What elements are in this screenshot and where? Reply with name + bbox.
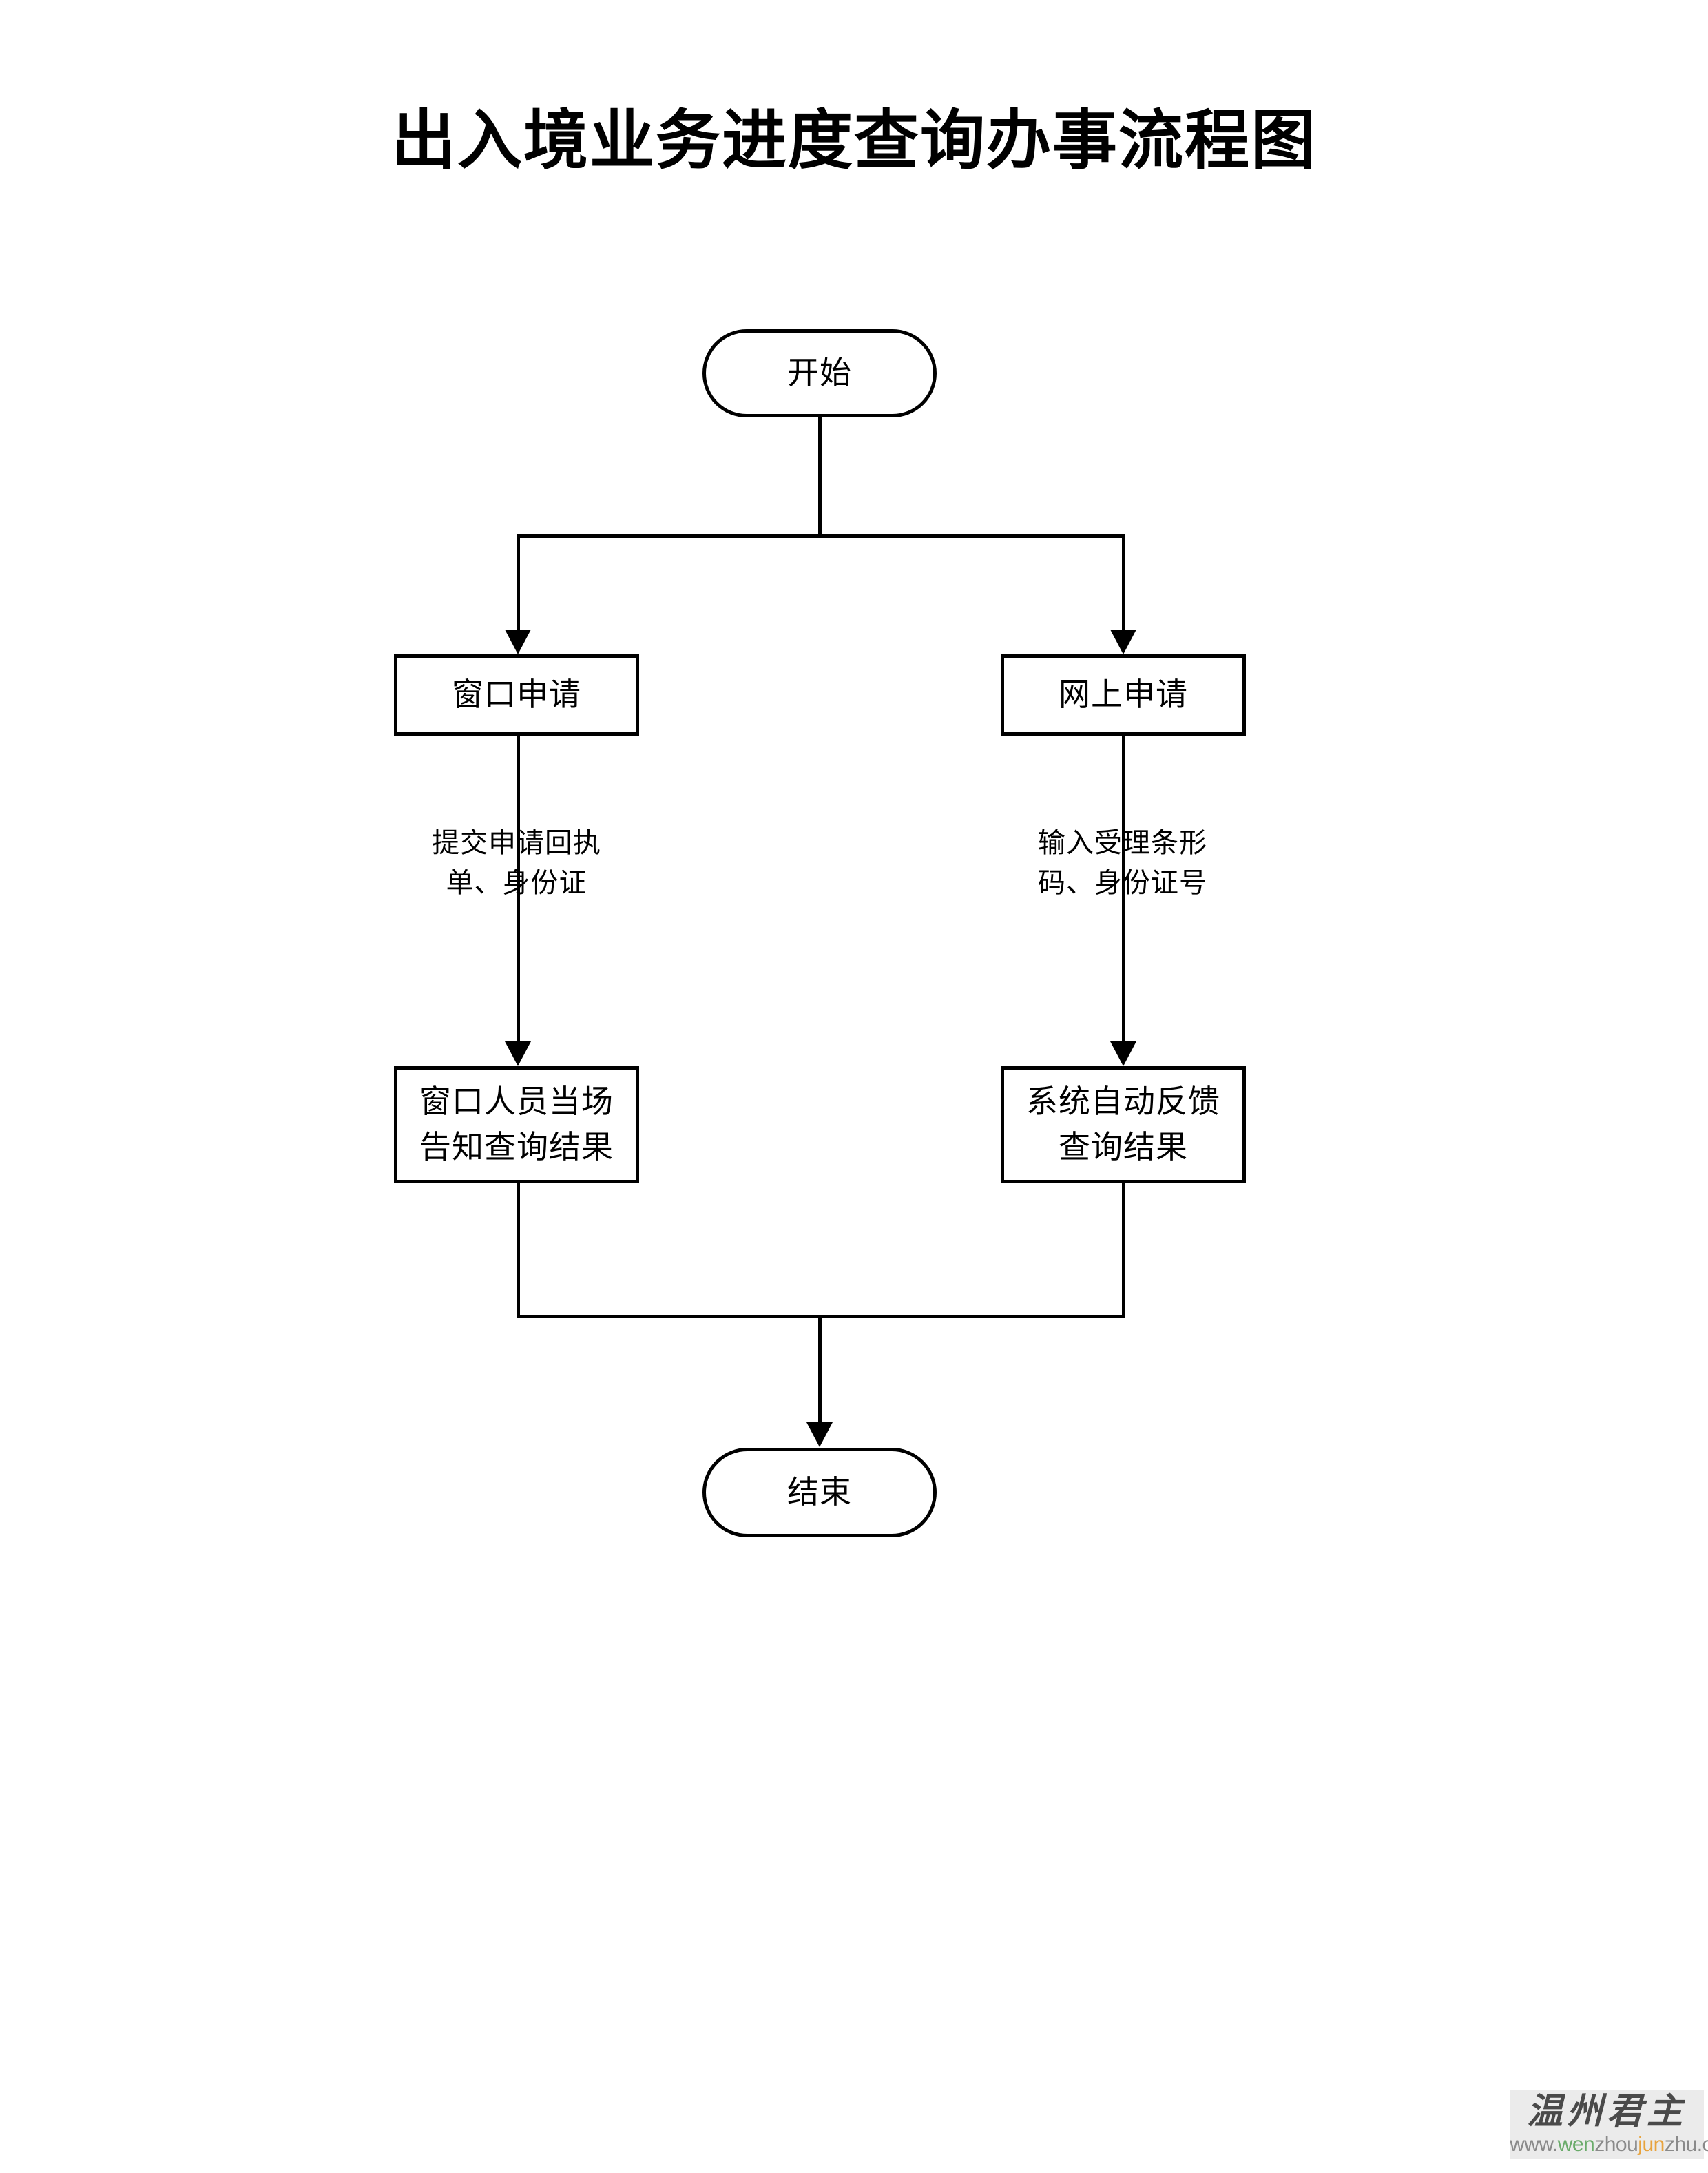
- watermark-url-part-4: jun: [1638, 2133, 1665, 2156]
- watermark-url: www.wenzhoujunzhu.com: [1510, 2132, 1708, 2157]
- connector-window-apply-to-window-result: [517, 736, 520, 1044]
- connector-window-result-to-merge: [517, 1183, 520, 1318]
- connector-split-to-online-apply: [1122, 534, 1125, 631]
- node-online-apply-label: 网上申请: [1059, 677, 1188, 712]
- connector-split-bar: [517, 534, 1125, 538]
- node-online-apply: 网上申请: [1001, 654, 1246, 736]
- arrowhead-end: [806, 1422, 833, 1447]
- arrowhead-online-apply: [1110, 630, 1136, 654]
- arrowhead-window-result: [505, 1041, 531, 1066]
- edge-label-online-requirements: 输入受理条形 码、身份证号: [1038, 827, 1207, 898]
- edge-label-window-requirements: 提交申请回执 单、身份证: [432, 827, 601, 898]
- arrowhead-system-result: [1110, 1041, 1136, 1066]
- node-end: 结束: [702, 1448, 937, 1537]
- connector-system-result-to-merge: [1122, 1183, 1125, 1318]
- watermark: 温州君主 www.wenzhoujunzhu.com: [1510, 2090, 1708, 2159]
- connector-merge-to-end: [818, 1315, 822, 1425]
- node-window-apply-label: 窗口申请: [452, 677, 581, 712]
- node-start: 开始: [702, 329, 937, 417]
- node-window-apply: 窗口申请: [394, 654, 639, 736]
- node-system-result-label: 系统自动反馈 查询结果: [1026, 1084, 1220, 1165]
- node-system-result: 系统自动反馈 查询结果: [1001, 1066, 1246, 1183]
- page-title: 出入境业务进度查询办事流程图: [390, 105, 1317, 177]
- watermark-url-part-5: zhu.com: [1664, 2133, 1708, 2156]
- connector-start-to-split: [818, 417, 822, 537]
- watermark-url-part-3: zhou: [1594, 2133, 1638, 2156]
- arrowhead-window-apply: [505, 630, 531, 654]
- node-window-result: 窗口人员当场 告知查询结果: [394, 1066, 639, 1183]
- connector-split-to-window-apply: [517, 534, 520, 631]
- watermark-brand: 温州君主: [1526, 2092, 1687, 2132]
- node-window-result-label: 窗口人员当场 告知查询结果: [419, 1084, 614, 1165]
- connector-online-apply-to-system-result: [1122, 736, 1125, 1044]
- node-end-label: 结束: [787, 1475, 852, 1510]
- node-start-label: 开始: [787, 355, 852, 391]
- watermark-url-part-2: wen: [1557, 2133, 1595, 2156]
- watermark-url-part-1: www.: [1510, 2133, 1558, 2156]
